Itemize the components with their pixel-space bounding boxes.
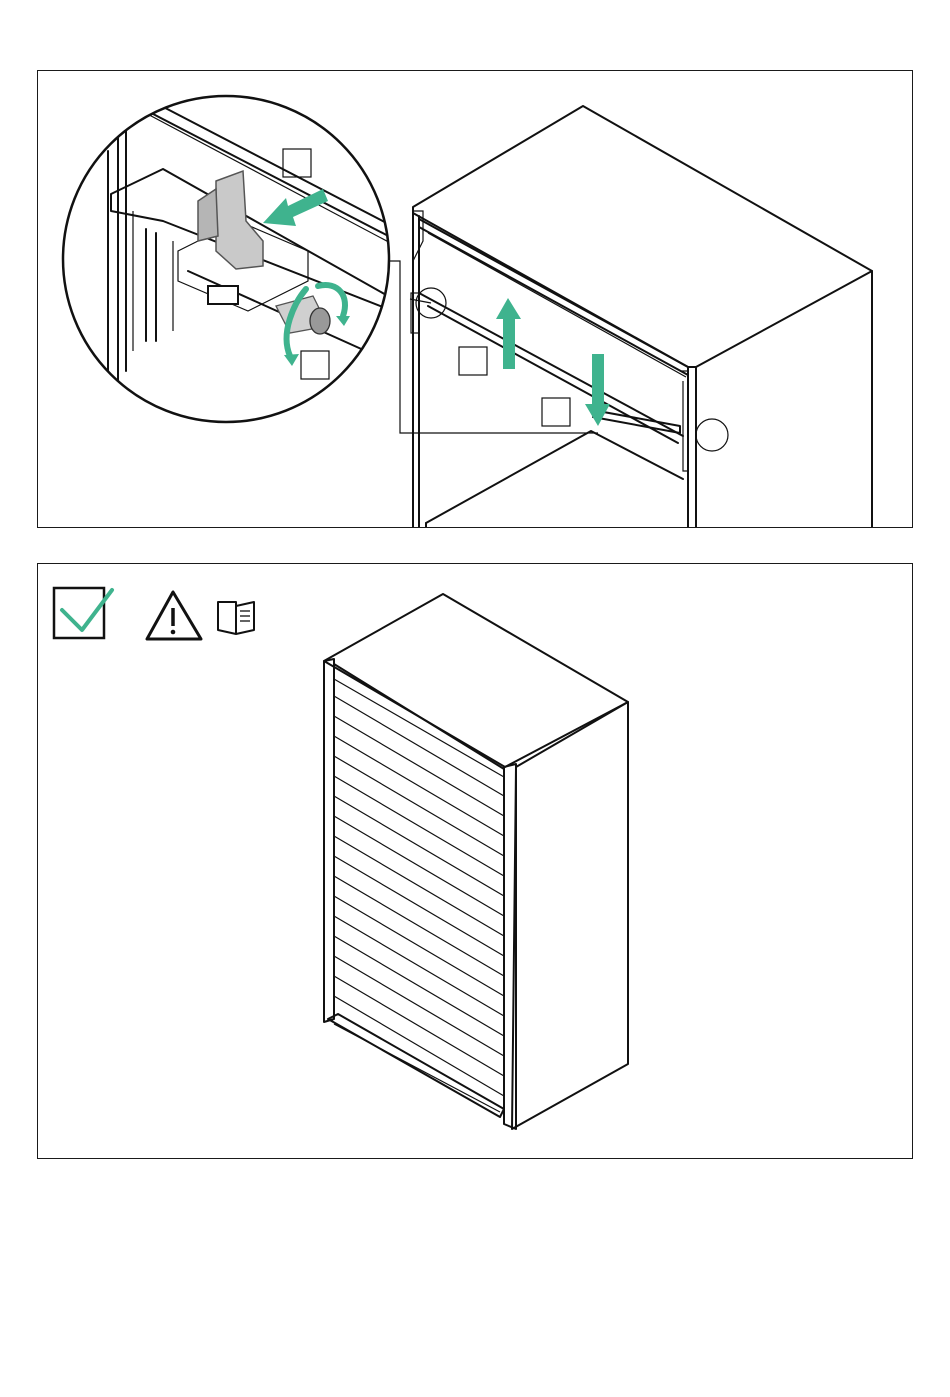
assembly-illustration-top [38,71,913,528]
callout-box-3 [459,347,487,375]
manual-book-icon [218,602,254,634]
lower-down-arrow [585,354,610,426]
step-panel-adjust-tambour [37,70,913,528]
step-panel-result [37,563,913,1159]
detail-circle [63,96,398,422]
warning-icon [147,592,201,639]
tambour-slats [334,679,504,1096]
cabinet-with-tambour-door [324,594,628,1129]
lift-up-arrow [496,298,521,369]
cabinet-drawing [388,106,872,528]
callout-box-4 [542,398,570,426]
assembly-illustration-bottom [38,564,913,1159]
check-icon [54,588,112,638]
